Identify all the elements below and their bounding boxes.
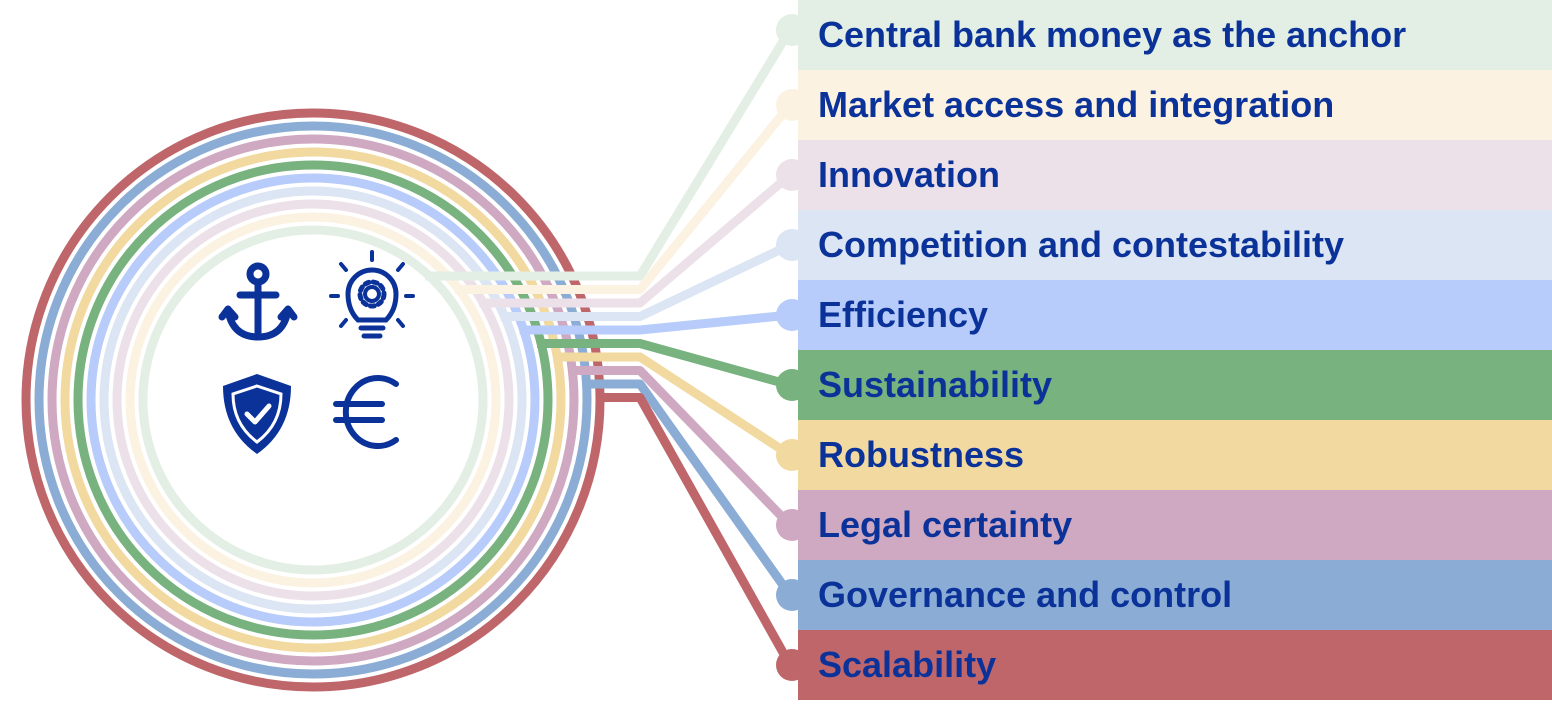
band-3: Innovation	[798, 140, 1552, 210]
band-label: Competition and contestability	[818, 224, 1345, 265]
band-4: Competition and contestability	[798, 210, 1552, 280]
band-6: Sustainability	[798, 350, 1552, 420]
ring-6	[73, 160, 553, 640]
anchor-icon	[218, 262, 298, 341]
band-label: Legal certainty	[818, 504, 1073, 545]
ring-8	[47, 134, 579, 666]
connector-5	[519, 310, 791, 335]
connector-7	[553, 352, 793, 459]
band-1: Central bank money as the anchor	[798, 0, 1552, 70]
band-9: Governance and control	[798, 560, 1552, 630]
band-label: Governance and control	[818, 574, 1233, 615]
connector-dots	[776, 14, 808, 681]
connector-8	[568, 366, 794, 529]
connector-10	[595, 393, 794, 668]
band-label: Scalability	[818, 644, 997, 685]
band-2: Market access and integration	[798, 70, 1552, 140]
concentric-rings	[21, 108, 605, 692]
ring-9	[34, 121, 592, 679]
connector-4	[500, 240, 792, 321]
band-label: Central bank money as the anchor	[818, 14, 1407, 55]
band-label: Sustainability	[818, 364, 1053, 405]
ring-1	[138, 225, 488, 575]
connector-9	[582, 379, 794, 598]
band-7: Robustness	[798, 420, 1552, 490]
euro-icon	[333, 375, 399, 449]
ring-2	[125, 212, 501, 588]
band-label: Innovation	[818, 154, 1000, 195]
connector-2	[454, 102, 794, 294]
connector-lines	[425, 27, 794, 668]
ring-7	[60, 147, 566, 653]
band-5: Efficiency	[798, 280, 1552, 350]
band-label: Robustness	[818, 434, 1025, 475]
shield-check-icon	[223, 374, 291, 454]
band-10: Scalability	[798, 630, 1552, 700]
connector-3	[479, 171, 793, 308]
band-label: Efficiency	[818, 294, 989, 335]
connector-6	[537, 339, 792, 390]
ring-10	[21, 108, 605, 692]
ring-3	[112, 199, 514, 601]
connector-1	[425, 27, 794, 281]
ring-5	[86, 173, 540, 627]
band-label: Market access and integration	[818, 84, 1335, 125]
ring-4	[99, 186, 527, 614]
lightbulb-icon	[329, 250, 415, 339]
band-8: Legal certainty	[798, 490, 1552, 560]
